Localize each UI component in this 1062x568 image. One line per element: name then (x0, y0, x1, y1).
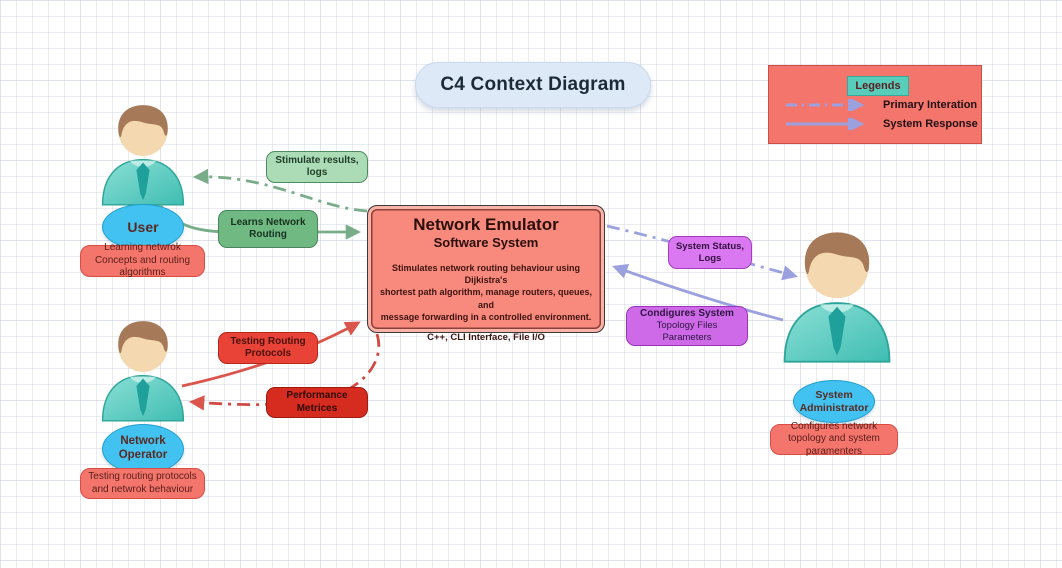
actor-note-system-administrator[interactable]: Configures network topology and system p… (770, 421, 898, 457)
actor-name-system-administrator[interactable]: System Administrator (793, 380, 875, 423)
label-stimulate-results-logs[interactable]: Stimulate results, logs (266, 151, 368, 183)
solid-arrow-icon (786, 118, 865, 130)
diagram-title[interactable]: C4 Context Diagram (415, 62, 651, 108)
connector-system-status-logs[interactable] (606, 224, 798, 281)
label-performance-metrices[interactable]: Performance Metrices (266, 387, 368, 418)
legend-title: Legends (847, 76, 909, 96)
label-system-status-logs[interactable]: System Status, Logs (668, 236, 752, 269)
actor-name-network-operator[interactable]: Network Operator (102, 424, 184, 474)
system-box[interactable]: Network Emulator Software System Stimula… (367, 205, 605, 343)
dash-dot-arrow-icon (786, 99, 865, 111)
label-configures-system-topology[interactable]: Condigures System Topology Files Paramet… (626, 306, 748, 346)
system-name: Network Emulator (413, 215, 559, 234)
system-description: Stimulates network routing behaviour usi… (379, 263, 593, 322)
system-technology: C++, CLI Interface, File I/O (427, 331, 545, 343)
actor-name-user[interactable]: User (102, 204, 184, 250)
diagram-title-text: C4 Context Diagram (440, 74, 626, 95)
actor-note-network-operator[interactable]: Testing routing protocols and netwrok be… (80, 468, 205, 499)
legend-box[interactable]: Legends Primary Interation System Respon… (768, 65, 982, 144)
system-subtitle: Software System (433, 234, 539, 250)
connector-stimulate-results[interactable] (192, 168, 368, 213)
legend-item-system-response: System Response (783, 116, 978, 132)
label-testing-routing-protocols[interactable]: Testing Routing Protocols (218, 332, 318, 364)
connector-configures-system[interactable] (612, 263, 784, 322)
label-learns-network-routing[interactable]: Learns Network Routing (218, 210, 318, 248)
actor-note-user[interactable]: Learning netwrok Concepts and routing al… (80, 242, 205, 278)
legend-item-primary-interation: Primary Interation (783, 97, 977, 113)
